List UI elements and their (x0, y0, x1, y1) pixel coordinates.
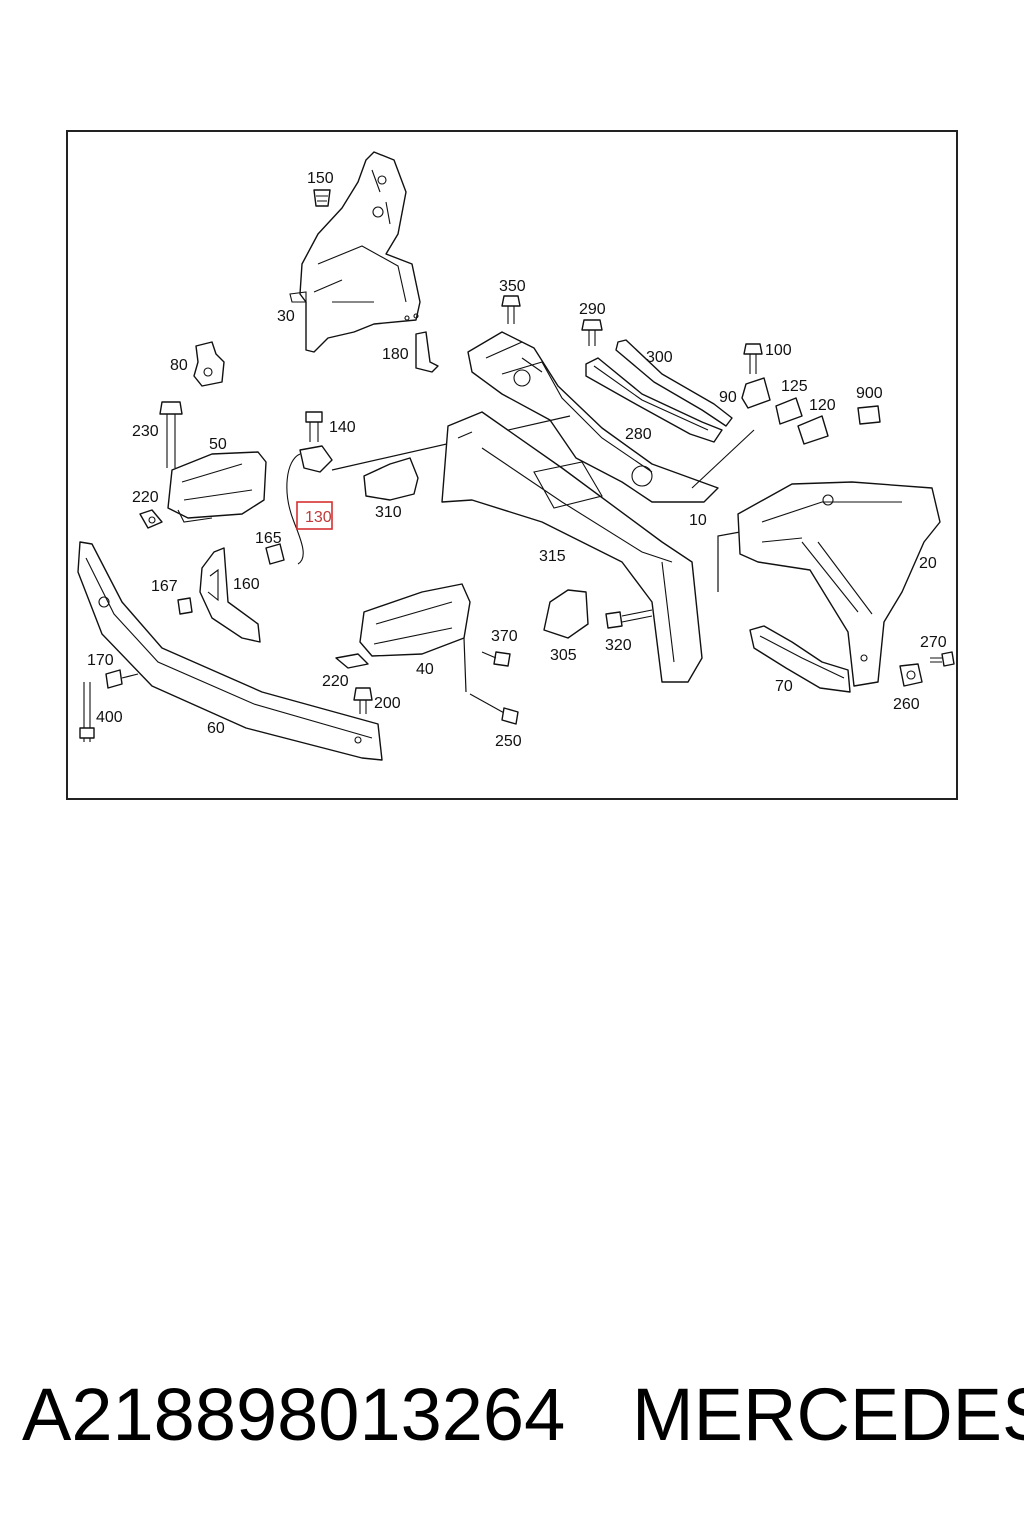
label-350: 350 (499, 278, 526, 295)
part-130-cable (286, 445, 333, 565)
label-220-upper: 220 (132, 489, 159, 506)
highlight-box-130 (296, 501, 333, 530)
label-180: 180 (382, 346, 409, 363)
label-230: 230 (132, 423, 159, 440)
part-280-seal (585, 357, 723, 443)
part-167-pin (177, 597, 193, 615)
label-310: 310 (375, 504, 402, 521)
part-60-bumper-beam (77, 541, 383, 761)
exploded-view-svg: 150 30 180 80 350 290 300 100 90 125 120… (77, 151, 955, 761)
caption: A218898013264 MERCEDES (22, 1372, 1024, 1472)
label-270: 270 (920, 634, 947, 651)
part-270-bolt (930, 651, 955, 667)
label-100: 100 (765, 342, 792, 359)
label-10: 10 (689, 512, 707, 529)
part-315-main-carrier (441, 411, 741, 683)
part-125-clip (775, 397, 803, 425)
part-400-stud (79, 682, 95, 742)
part-250-bolt (469, 693, 519, 725)
part-230-bolt (159, 401, 183, 468)
part-180-bracket (415, 331, 439, 373)
part-80-bracket (193, 341, 225, 387)
label-160: 160 (233, 576, 260, 593)
part-100-bolt (743, 343, 763, 374)
part-40-housing (359, 583, 471, 693)
part-140-screw (305, 411, 323, 442)
part-150-clip (313, 189, 331, 207)
label-260: 260 (893, 696, 920, 713)
part-310-bracket (363, 457, 419, 501)
label-305: 305 (550, 647, 577, 664)
label-200: 200 (374, 695, 401, 712)
brand-name: MERCEDES (632, 1373, 1024, 1456)
label-290: 290 (579, 301, 606, 318)
part-350-bolt (501, 295, 521, 324)
label-50: 50 (209, 436, 227, 453)
label-300: 300 (646, 349, 673, 366)
part-320-bolt (605, 609, 653, 629)
part-30-side-bracket (289, 151, 421, 353)
part-220-nut-lower (335, 653, 369, 669)
part-300-strip (615, 339, 733, 427)
part-305-bracket (543, 589, 589, 639)
part-200-bolt (353, 687, 373, 714)
label-167: 167 (151, 578, 178, 595)
part-50-housing (167, 451, 267, 523)
label-150: 150 (307, 170, 334, 187)
parts-diagram: 150 30 180 80 350 290 300 100 90 125 120… (66, 130, 958, 800)
part-370-bolt (481, 651, 511, 667)
label-315: 315 (539, 548, 566, 565)
part-70-lower-bracket (749, 625, 851, 693)
part-160-bracket (199, 547, 261, 643)
label-125: 125 (781, 378, 808, 395)
label-900: 900 (856, 385, 883, 402)
label-120: 120 (809, 397, 836, 414)
label-70: 70 (775, 678, 793, 695)
label-90: 90 (719, 389, 737, 406)
part-260-nut (899, 663, 923, 687)
label-280: 280 (625, 426, 652, 443)
label-130: 130 (305, 509, 332, 526)
label-320: 320 (605, 637, 632, 654)
label-40: 40 (416, 661, 434, 678)
label-370: 370 (491, 628, 518, 645)
part-90-clip (741, 377, 771, 409)
label-220-lower: 220 (322, 673, 349, 690)
part-290-bolt (581, 319, 603, 346)
label-400: 400 (96, 709, 123, 726)
label-60: 60 (207, 720, 225, 737)
part-220-nut-upper (139, 509, 163, 529)
part-165-clip (265, 543, 285, 565)
part-number: A218898013264 (22, 1373, 566, 1456)
label-30: 30 (277, 308, 295, 325)
part-170-bolt (105, 669, 139, 689)
label-170: 170 (87, 652, 114, 669)
part-900-connector (857, 405, 881, 425)
callout-labels: 150 30 180 80 350 290 300 100 90 125 120… (87, 170, 947, 750)
label-80: 80 (170, 357, 188, 374)
label-165: 165 (255, 530, 282, 547)
label-20: 20 (919, 555, 937, 572)
part-20-side-frame (737, 481, 941, 687)
label-140: 140 (329, 419, 356, 436)
label-250: 250 (495, 733, 522, 750)
part-120-clip (797, 415, 829, 445)
